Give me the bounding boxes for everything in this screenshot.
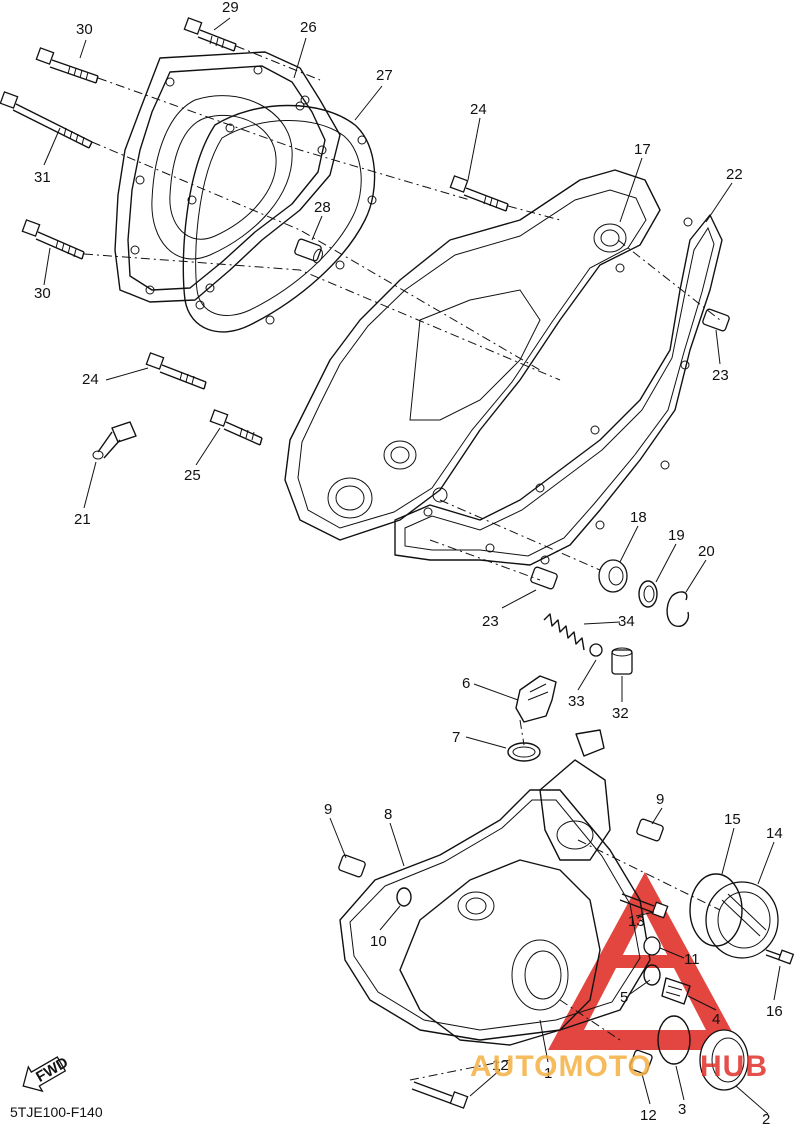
bolt-13 (619, 893, 669, 919)
watermark-text-left: AUTOMOTO (470, 1050, 652, 1083)
bolt-30-top (35, 47, 99, 84)
callout-12-right: 12 (640, 1107, 657, 1124)
bolt-25 (209, 409, 263, 446)
callout-26: 26 (300, 19, 317, 36)
clutch-cover (114, 51, 341, 303)
washer-19 (638, 580, 658, 608)
collar-12-right (629, 1049, 653, 1075)
callout-13: 13 (628, 913, 645, 930)
watermark-text-right: HUB (700, 1050, 768, 1083)
o-ring-10 (396, 887, 412, 907)
dowel-pin-9-right (636, 818, 664, 842)
callout-27: 27 (376, 67, 393, 84)
bolt-31 (0, 91, 93, 149)
oil-filler-plug-6 (515, 675, 557, 723)
o-ring-5 (643, 964, 661, 986)
dowel-pin-23-bottom (530, 566, 558, 590)
callout-20: 20 (698, 543, 715, 560)
watermark-wordmark: AUTOMOTO HUB (470, 1050, 768, 1083)
callout-1: 1 (544, 1065, 552, 1082)
callout-7: 7 (452, 729, 460, 746)
watermark-bar (600, 955, 690, 968)
callout-24-middle: 24 (82, 371, 99, 388)
collar-32 (611, 647, 633, 675)
circlip-20 (666, 591, 690, 627)
bolt-24-top (449, 175, 509, 212)
cover-gasket-8 (339, 789, 651, 1041)
ball-33 (589, 643, 603, 657)
o-ring-15 (689, 873, 743, 947)
watermark-logo (548, 872, 742, 1050)
callout-30-bottom: 30 (34, 285, 51, 302)
callout-22: 22 (726, 166, 743, 183)
o-ring-3 (657, 1015, 691, 1065)
callout-33: 33 (568, 693, 585, 710)
drawing-code: 5TJE100-F140 (10, 1104, 103, 1120)
callout-19: 19 (668, 527, 685, 544)
bolt-30-bottom (21, 219, 85, 260)
callout-18: 18 (630, 509, 647, 526)
callout-4: 4 (712, 1011, 720, 1028)
callout-24-top: 24 (470, 101, 487, 118)
callout-30-top: 30 (76, 21, 93, 38)
dowel-pin-9-left (338, 854, 366, 878)
callout-32: 32 (612, 705, 629, 722)
dowel-pin-28 (294, 238, 323, 264)
clutch-gasket (182, 101, 377, 333)
dowel-pin-23-top (702, 308, 730, 332)
callout-28: 28 (314, 199, 331, 216)
callout-12-left: 12 (492, 1057, 509, 1074)
callout-9-left: 9 (324, 801, 332, 818)
callout-5: 5 (620, 989, 628, 1006)
forward-direction-arrow: FWD (22, 1054, 71, 1093)
callout-16: 16 (766, 1003, 783, 1020)
callout-8: 8 (384, 806, 392, 823)
callout-11: 11 (684, 951, 700, 968)
callout-9-right: 9 (656, 791, 664, 808)
bolt-24-middle (145, 352, 207, 390)
leader-lines (43, 17, 781, 1115)
hose-fitting-21 (92, 421, 137, 460)
callout-15: 15 (724, 811, 741, 828)
crankcase-gasket (394, 214, 723, 566)
callout-labels: 30 29 26 27 31 28 30 24 17 22 23 24 25 2… (34, 0, 783, 1126)
callout-3: 3 (678, 1101, 686, 1118)
o-ring-7 (507, 742, 541, 762)
spring-34 (543, 613, 585, 651)
oil-seal-18 (598, 559, 628, 593)
watermark-triangle (548, 872, 742, 1050)
callout-2: 2 (762, 1111, 770, 1126)
bolt-12-left (411, 1081, 469, 1109)
callout-14: 14 (766, 825, 783, 842)
callout-17: 17 (634, 141, 651, 158)
alignment-lines (83, 45, 721, 1081)
callout-21: 21 (74, 511, 91, 528)
generator-cover-1 (399, 729, 611, 1046)
washer-11 (643, 936, 661, 956)
callout-10: 10 (370, 933, 387, 950)
callout-29: 29 (222, 0, 239, 16)
callout-25: 25 (184, 467, 201, 484)
bolt-16 (765, 949, 795, 965)
callout-23-top: 23 (712, 367, 729, 384)
inspection-cover-14 (705, 881, 779, 959)
callout-6: 6 (462, 675, 470, 692)
callout-23-bottom: 23 (482, 613, 499, 630)
callout-31: 31 (34, 169, 51, 186)
fwd-label: FWD (33, 1054, 71, 1086)
crankcase-cover (284, 169, 661, 541)
callout-34: 34 (618, 613, 635, 630)
plug-4 (661, 977, 691, 1005)
bolt-29 (183, 17, 237, 52)
cap-2 (699, 1029, 749, 1091)
